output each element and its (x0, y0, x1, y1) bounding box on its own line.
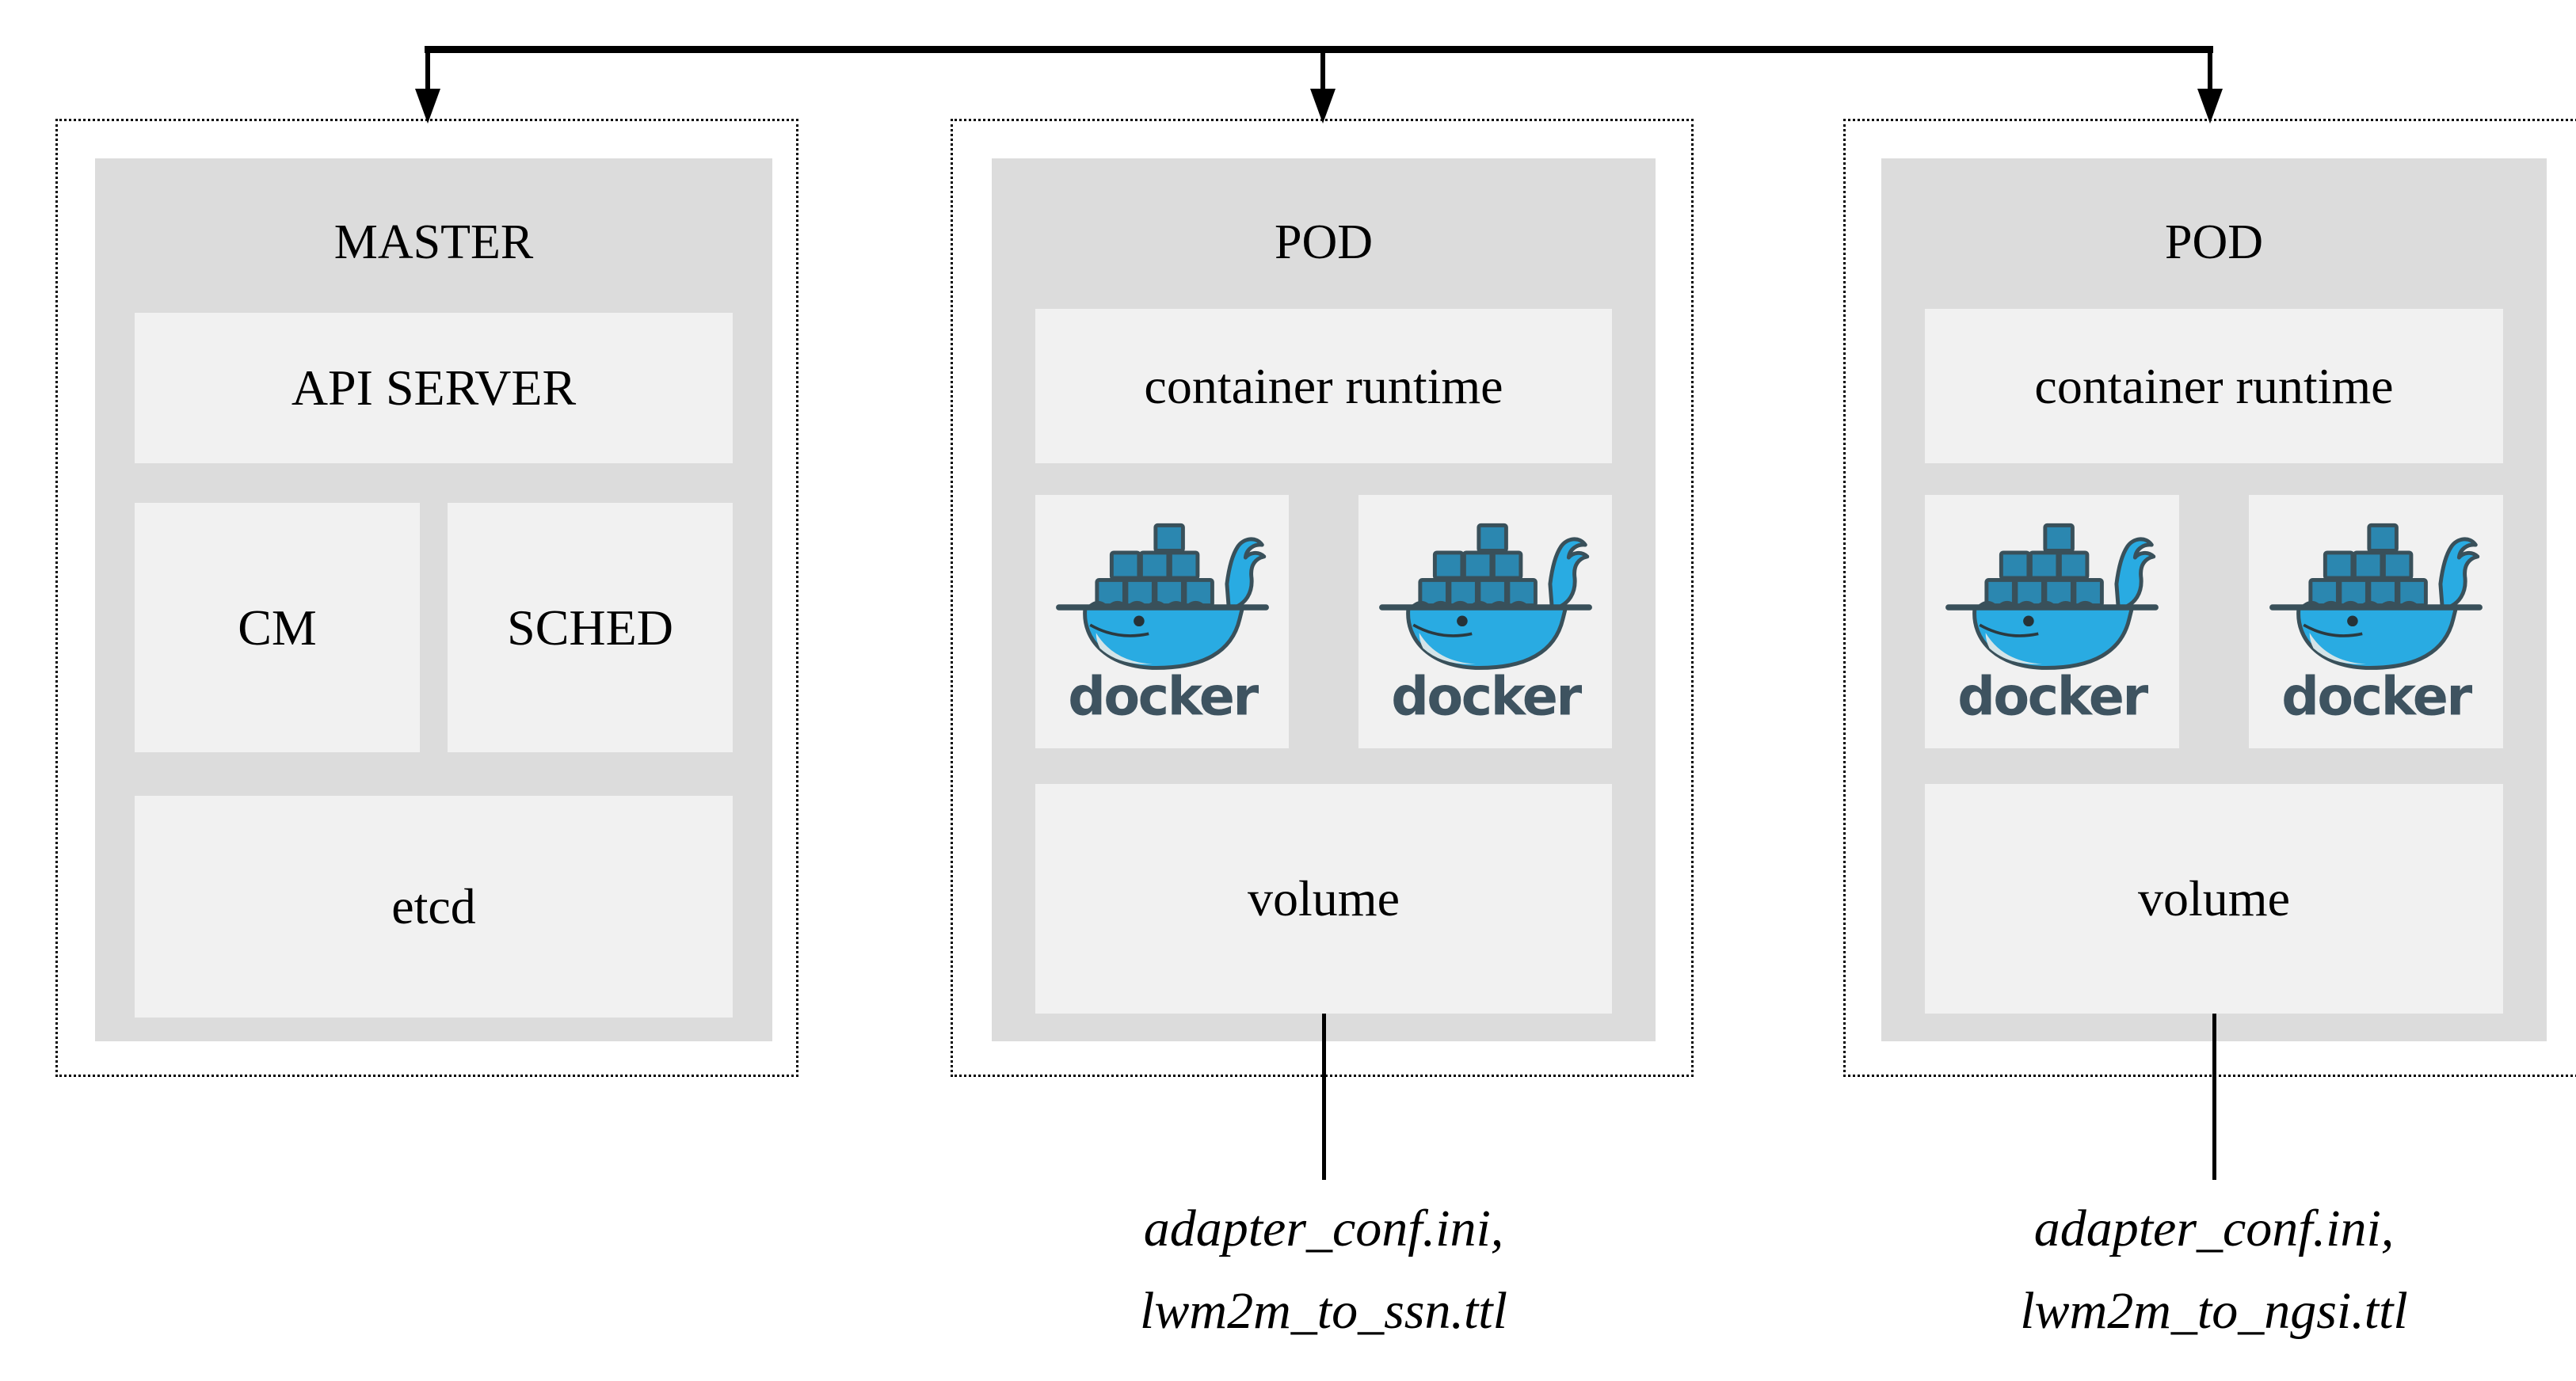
sched-box: SCHED (448, 503, 733, 752)
cm-box: CM (135, 503, 420, 752)
docker-logo: docker (1945, 523, 2159, 725)
cm-label: CM (238, 599, 317, 656)
etcd-label: etcd (391, 878, 476, 934)
docker-wordmark: docker (1068, 665, 1259, 724)
docker-wordmark: docker (1957, 665, 2148, 724)
pod-left-volume-files-label: adapter_conf.ini, lwm2m_to_ssn.ttl (928, 1188, 1720, 1352)
connector-drop-left (425, 46, 430, 95)
volume-label: volume (1248, 870, 1400, 926)
arrow-down-icon (415, 89, 440, 124)
volume-label: volume (2138, 870, 2290, 926)
container-runtime-label: container runtime (2034, 357, 2394, 414)
pod-left-volume-box: volume (1035, 784, 1612, 1014)
arrow-down-icon (1310, 89, 1336, 124)
api-server-label: API SERVER (291, 360, 577, 416)
pod-right-container-runtime-box: container runtime (1925, 309, 2503, 463)
pod-left-docker-box-2: docker (1358, 495, 1612, 748)
docker-logo: docker (2269, 523, 2483, 725)
master-node (55, 119, 798, 1077)
connector-drop-right (2208, 46, 2212, 95)
pod-left-volume-connector-line (1322, 1014, 1326, 1180)
docker-whale-icon (1378, 523, 1592, 670)
pod-right-docker-box-1: docker (1925, 495, 2179, 748)
file-name-line: adapter_conf.ini, (2033, 1200, 2395, 1257)
pod-left-docker-box-1: docker (1035, 495, 1289, 748)
sched-label: SCHED (507, 599, 673, 656)
pod-right-volume-files-label: adapter_conf.ini, lwm2m_to_ngsi.ttl (1818, 1188, 2576, 1352)
docker-wordmark: docker (1391, 665, 1582, 724)
file-name-line: lwm2m_to_ssn.ttl (1140, 1282, 1507, 1340)
connector-drop-middle (1320, 46, 1325, 95)
connector-line (425, 46, 2213, 53)
pod-right-volume-box: volume (1925, 784, 2503, 1014)
connector-arrows (415, 46, 2223, 124)
arrow-down-icon (2197, 89, 2223, 124)
pod-left-title: POD (1274, 215, 1374, 269)
etcd-box: etcd (135, 796, 733, 1018)
pod-right-volume-connector-line (2212, 1014, 2216, 1180)
master-title: MASTER (333, 215, 534, 269)
pod-right-docker-box-2: docker (2249, 495, 2503, 748)
docker-whale-icon (1945, 523, 2159, 670)
pod-right-node (1843, 119, 2576, 1077)
container-runtime-label: container runtime (1144, 357, 1503, 414)
pod-right-title: POD (2164, 215, 2264, 269)
docker-logo: docker (1055, 523, 1269, 725)
docker-whale-icon (1055, 523, 1269, 670)
docker-logo: docker (1378, 523, 1592, 725)
pod-left-container-runtime-box: container runtime (1035, 309, 1612, 463)
docker-wordmark: docker (2281, 665, 2472, 724)
file-name-line: adapter_conf.ini, (1143, 1200, 1504, 1257)
file-name-line: lwm2m_to_ngsi.ttl (2020, 1282, 2408, 1340)
docker-whale-icon (2269, 523, 2483, 670)
api-server-box: API SERVER (135, 313, 733, 463)
